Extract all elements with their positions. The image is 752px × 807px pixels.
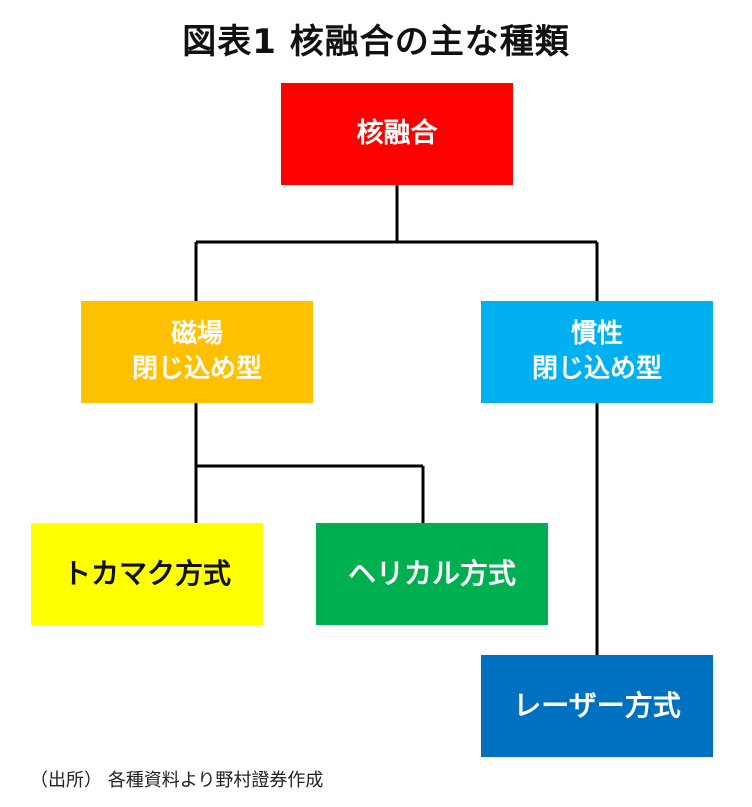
node-label: トカマク方式	[62, 557, 231, 591]
node-label: 磁場 閉じ込め型	[131, 318, 262, 384]
node-laser: レーザー方式	[481, 655, 713, 757]
node-tokamak: トカマク方式	[31, 523, 263, 625]
node-label: レーザー方式	[513, 689, 681, 723]
node-inertial-confinement: 慣性 閉じ込め型	[481, 301, 713, 403]
node-nuclear-fusion: 核融合	[281, 83, 513, 185]
node-label: ヘリカル方式	[347, 557, 516, 591]
node-magnetic-confinement: 磁場 閉じ込め型	[81, 301, 313, 403]
node-label: 慣性 閉じ込め型	[531, 318, 662, 384]
node-helical: ヘリカル方式	[316, 523, 548, 625]
diagram-title: 図表1 核融合の主な種類	[182, 22, 570, 62]
source-note: （出所） 各種資料より野村證券作成	[30, 770, 324, 791]
node-label: 核融合	[356, 117, 438, 149]
